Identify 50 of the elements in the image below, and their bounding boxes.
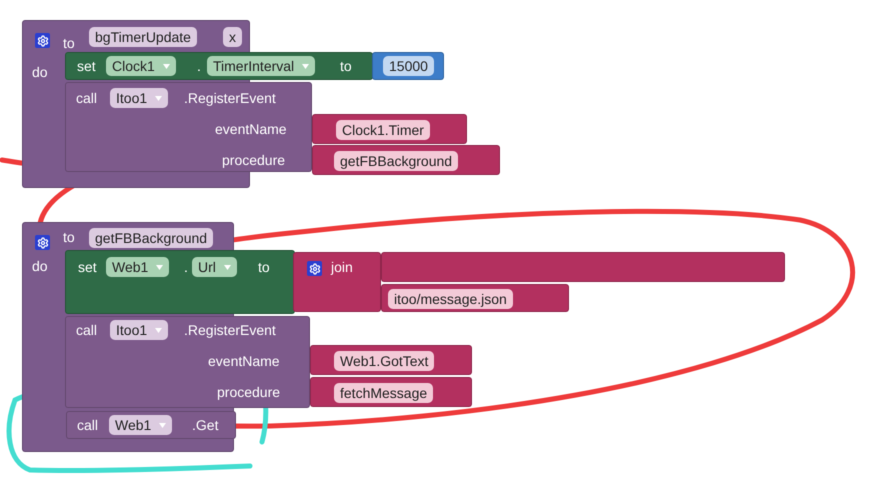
block-label: .: [197, 57, 201, 75]
block-label: .Get: [192, 416, 218, 434]
text-block: [312, 145, 500, 175]
text-block: [381, 284, 569, 312]
call-block: [65, 316, 310, 408]
dropdown: Itoo1: [110, 88, 168, 108]
text-field: Web1.GotText: [334, 351, 434, 371]
text-block: [310, 377, 472, 407]
text-block: [381, 252, 785, 282]
block-label: call: [76, 89, 98, 107]
call-block: [66, 411, 236, 439]
text-block: [312, 114, 467, 144]
block-label: join: [331, 258, 353, 276]
block-label: .RegisterEvent: [184, 89, 276, 107]
block-label: procedure: [222, 151, 286, 169]
name-field: getFBBackground: [89, 228, 214, 248]
block-label: to: [340, 57, 352, 75]
block-label: procedure: [217, 383, 280, 401]
text-block: [293, 252, 381, 312]
block-label: eventName: [215, 120, 287, 138]
dropdown: Url: [192, 257, 237, 277]
dropdown: TimerInterval: [207, 56, 316, 76]
block-label: to: [258, 258, 270, 276]
number-field: 15000: [383, 56, 434, 76]
block-label: call: [76, 321, 98, 339]
dropdown: Clock1: [106, 56, 176, 76]
block-label: call: [77, 416, 98, 434]
dropdown: Web1: [109, 415, 172, 435]
dropdown: Itoo1: [110, 320, 168, 340]
block-label: to: [63, 228, 75, 246]
parameter-name: x: [223, 27, 242, 47]
text-block: [310, 345, 472, 375]
text-field: itoo/message.json: [388, 289, 513, 309]
block-label: set: [77, 57, 96, 75]
call-block: [65, 82, 312, 172]
text-field: Clock1.Timer: [336, 120, 430, 140]
block-label: set: [78, 258, 97, 276]
block-label: eventName: [208, 352, 280, 370]
block-label: .RegisterEvent: [184, 321, 276, 339]
text-field: fetchMessage: [334, 383, 434, 403]
text-field: getFBBackground: [334, 151, 458, 171]
dropdown: Web1: [106, 257, 170, 277]
block-label: to: [63, 34, 75, 52]
name-field: bgTimerUpdate: [89, 27, 197, 47]
setter-block: [65, 52, 373, 80]
setter-block: [65, 250, 295, 314]
block-label: do: [32, 257, 48, 275]
block-label: do: [32, 63, 48, 81]
block-label: .: [184, 258, 188, 276]
number-block: [372, 52, 444, 80]
